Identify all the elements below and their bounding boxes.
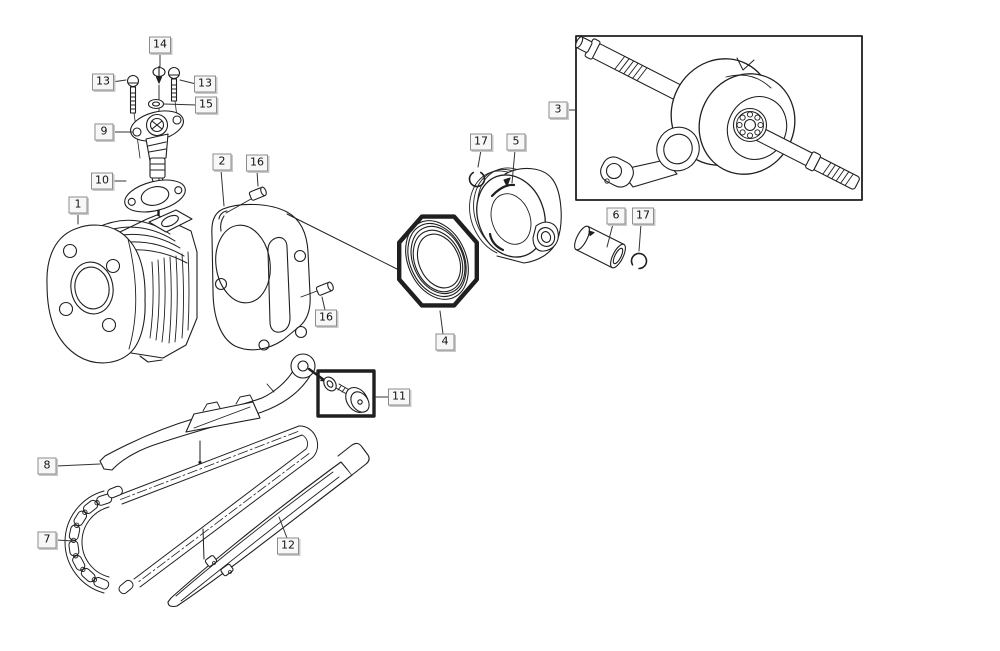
tensioner-pivot-bolt-kit (307, 367, 376, 418)
dowel-pin-top (225, 186, 267, 214)
lifter-gasket (124, 179, 186, 213)
part-callout-4: 4 (435, 333, 455, 351)
crankshaft-assembly (575, 36, 860, 190)
chain-tensioner-arm (99, 353, 316, 471)
part-callout-7: 7 (37, 531, 57, 549)
dowel-pin-bottom (300, 281, 334, 298)
part-callout-17: 17 (470, 133, 492, 151)
part-callout-15: 15 (195, 96, 217, 114)
piston-ring-set (397, 214, 479, 308)
piston-pin (574, 225, 626, 269)
part-callout-8: 8 (37, 457, 57, 475)
part-callout-2: 2 (212, 153, 232, 171)
part-callout-16: 16 (246, 154, 268, 172)
crankshaft-frame (575, 35, 863, 201)
part-callout-10: 10 (91, 172, 113, 190)
part-callout-11: 11 (388, 388, 410, 406)
circlip-right (630, 252, 648, 270)
leader-lines (55, 52, 642, 542)
part-callout-12: 12 (277, 537, 299, 555)
flange-bolt-left (126, 74, 141, 159)
cam-chain (64, 425, 319, 595)
cylinder (46, 209, 198, 364)
flange-bolt-right (167, 66, 181, 118)
part-callout-1: 1 (68, 196, 88, 214)
circlip-left (468, 170, 486, 188)
part-callout-16: 16 (315, 309, 337, 327)
part-callout-3: 3 (548, 101, 568, 119)
cylinder-gasket (211, 203, 311, 351)
screw (152, 65, 166, 84)
part-callout-17: 17 (632, 207, 654, 225)
washer (147, 98, 165, 110)
part-callout-9: 9 (94, 123, 114, 141)
alignment-line (286, 213, 402, 272)
chain-guide (167, 442, 370, 608)
part-callout-13: 13 (194, 75, 216, 93)
tensioner-lifter (130, 110, 184, 186)
part-callout-14: 14 (149, 36, 171, 54)
part-callout-13: 13 (92, 73, 114, 91)
part-callout-6: 6 (606, 207, 626, 225)
piston (469, 167, 562, 264)
part-callout-5: 5 (506, 133, 526, 151)
